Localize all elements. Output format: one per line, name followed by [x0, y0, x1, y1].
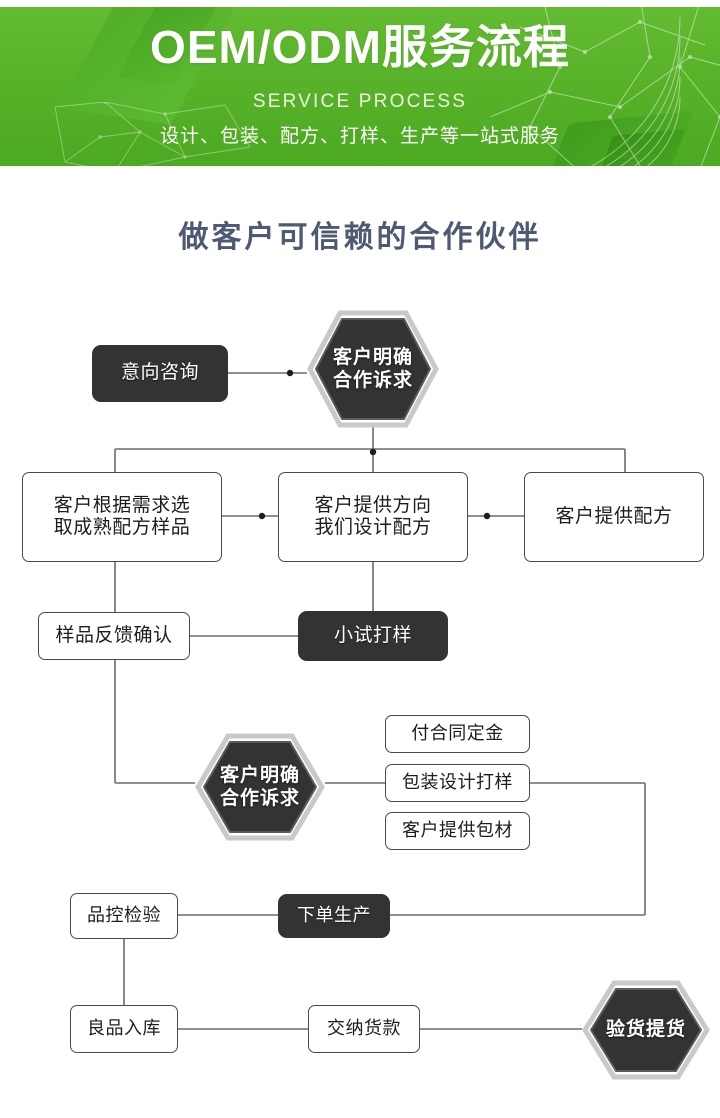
- node-label: 样品反馈确认: [55, 624, 173, 646]
- node-label: 客户根据需求选 取成熟配方样品: [54, 495, 191, 540]
- node-label-line1: 客户提供方向: [314, 494, 432, 516]
- node-label: 意向咨询: [120, 362, 199, 384]
- node-label: 验货提货: [605, 1019, 686, 1041]
- node-label: 客户提供配方: [555, 505, 673, 527]
- node-label-line2: 合作诉求: [219, 788, 300, 809]
- node-clarify-demand-2[interactable]: 客户明确 合作诉求: [195, 733, 325, 841]
- node-label: 客户明确 合作诉求: [307, 310, 439, 428]
- node-customer-supplies-packaging[interactable]: 客户提供包材: [385, 812, 530, 850]
- node-label: 交纳货款: [327, 1018, 401, 1039]
- node-label: 包装设计打样: [402, 772, 513, 793]
- node-label: 下单生产: [297, 905, 371, 926]
- node-we-design-formula[interactable]: 客户提供方向 我们设计配方: [278, 472, 468, 562]
- node-pay-balance[interactable]: 交纳货款: [308, 1005, 420, 1053]
- node-label: 良品入库: [87, 1018, 161, 1039]
- node-sample-feedback[interactable]: 样品反馈确认: [38, 612, 190, 660]
- banner-description: 设计、包装、配方、打样、生产等一站式服务: [159, 126, 560, 147]
- node-label: 客户提供方向 我们设计配方: [314, 495, 431, 540]
- node-label-line2: 合作诉求: [332, 370, 413, 391]
- page-title: 做客户可信赖的合作伙伴: [178, 221, 542, 254]
- node-label-line2: 取成熟配方样品: [53, 517, 191, 538]
- banner-mesh-pattern: [54, 102, 251, 166]
- node-trial-sample[interactable]: 小试打样: [298, 611, 448, 661]
- node-customer-provides-formula[interactable]: 客户提供配方: [524, 472, 704, 562]
- banner-network-pattern: [490, 7, 720, 166]
- node-inspect-and-collect[interactable]: 验货提货: [582, 980, 710, 1080]
- node-label: 品控检验: [87, 905, 161, 926]
- page-banner: OEM/ODM服务流程 SERVICE PROCESS 设计、包装、配方、打样、…: [0, 7, 720, 166]
- node-label-line1: 客户明确: [219, 764, 300, 786]
- node-package-design[interactable]: 包装设计打样: [385, 764, 530, 802]
- banner-title: OEM/ODM服务流程: [150, 21, 570, 73]
- node-intent-consult[interactable]: 意向咨询: [92, 345, 228, 402]
- node-label-line1: 客户明确: [332, 346, 413, 368]
- node-pick-mature-formula[interactable]: 客户根据需求选 取成熟配方样品: [22, 472, 222, 562]
- node-place-production-order[interactable]: 下单生产: [278, 894, 390, 938]
- node-label: 客户明确 合作诉求: [195, 733, 325, 841]
- node-label: 客户提供包材: [402, 820, 513, 841]
- node-good-goods-warehousing[interactable]: 良品入库: [70, 1005, 178, 1053]
- node-label: 小试打样: [333, 624, 412, 646]
- banner-subtitle: SERVICE PROCESS: [252, 91, 468, 112]
- node-label: 付合同定金: [411, 723, 504, 744]
- node-label-line2: 我们设计配方: [314, 517, 432, 538]
- node-pay-deposit[interactable]: 付合同定金: [385, 715, 530, 753]
- node-label-line1: 客户根据需求选: [53, 494, 191, 516]
- node-quality-inspection[interactable]: 品控检验: [70, 893, 178, 939]
- node-clarify-demand-1[interactable]: 客户明确 合作诉求: [307, 310, 439, 428]
